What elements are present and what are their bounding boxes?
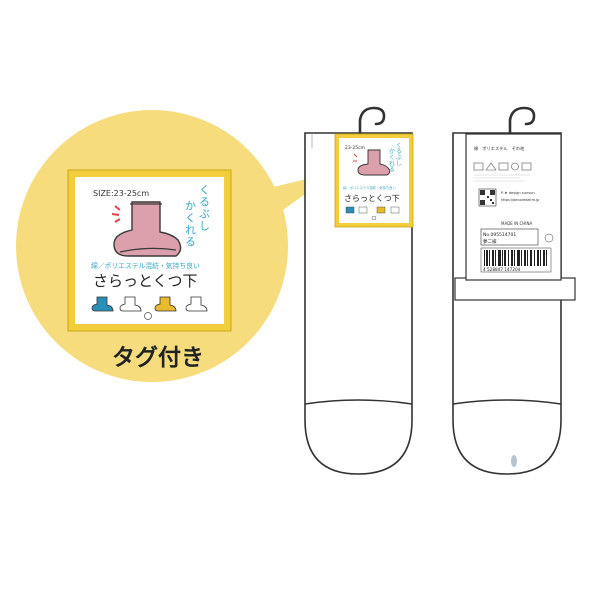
barcode-icon: 4 528847 147204 — [480, 247, 552, 273]
mini-sock-2 — [119, 296, 142, 312]
callout-vertical-line1: くるぶし — [198, 184, 211, 232]
callout-sock-illustration — [111, 201, 182, 257]
front-tag-vertical2: かくれる — [388, 148, 395, 172]
callout-mini-socks — [91, 296, 208, 320]
back-tag-barcode-digits: 4 528847 147204 — [483, 267, 521, 272]
front-tag: 23-25cm くるぶし かくれる 綿／ポリエステル混紡・気持ち良い さらっとく… — [334, 133, 414, 228]
back-hanger-icon — [508, 106, 536, 138]
front-tag-product-name: さらっとくつ下 — [344, 194, 400, 203]
back-tag-item-no: No.095514701 — [483, 232, 516, 238]
callout-material-line: 綿／ポリエステル混紡・気持ち良い — [91, 261, 200, 270]
care-symbols-icon — [473, 162, 532, 182]
back-tag-product-code: 夢二様 — [483, 238, 497, 245]
front-tag-vertical1: くるぶし — [395, 142, 402, 166]
hang-hole — [144, 312, 152, 320]
mini-sock-3 — [154, 296, 177, 312]
mini-sock-4 — [185, 296, 208, 312]
back-tag-fiber-line: 綿 ポリエステル その他 — [474, 145, 525, 152]
callout-tag: SIZE:23-25cm くるぶし かくれる 綿／ポリエステル混紡・気持ち良い … — [67, 169, 232, 332]
front-tag-material: 綿／ポリエステル混紡・気持ち良い — [343, 185, 396, 190]
back-tag-brand: P-★ design sunsun — [501, 191, 535, 195]
back-tag-made-in: MADE IN CHINA — [501, 221, 532, 226]
callout-size-label: SIZE:23-25cm — [93, 189, 149, 198]
back-tag: 綿 ポリエステル その他 P-★ design sunsun https://d… — [465, 133, 562, 281]
back-tag-url: https://decodeseirm.jp — [501, 198, 539, 202]
callout-vertical-line2: かくれる — [184, 200, 197, 248]
callout-caption: タグ付き — [112, 345, 204, 371]
front-hanger-icon — [358, 106, 386, 138]
qr-code-icon — [478, 188, 497, 207]
callout-product-name: さらっとくつ下 — [93, 272, 198, 290]
front-tag-size: 23-25cm — [345, 145, 365, 151]
mini-sock-1 — [91, 296, 114, 312]
